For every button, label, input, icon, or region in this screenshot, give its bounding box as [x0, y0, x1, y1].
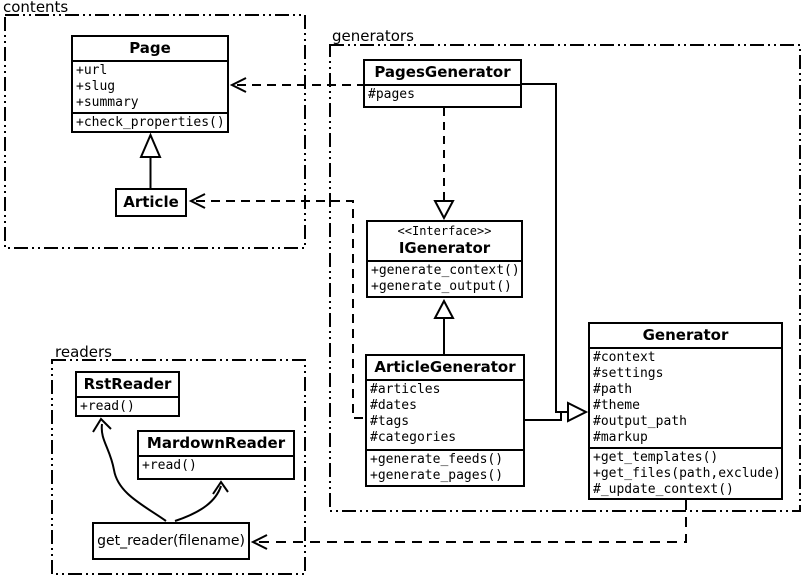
generators-package-border: [329, 44, 801, 512]
page-class-attributes: +url+slug+summary: [73, 62, 227, 112]
class-member: +get_files(path,exclude): [593, 466, 781, 481]
getreader-to-rstreader-arrow: [92, 417, 167, 522]
generator-class-methods: +get_templates()+get_files(path,exclude)…: [590, 447, 781, 499]
pagesgenerator-class-name: PagesGenerator: [365, 61, 520, 86]
class-member: +summary: [76, 95, 139, 110]
class-member: +generate_context(): [371, 263, 520, 278]
rstreader-class-methods: +read(): [77, 398, 178, 416]
getreader-function-box: get_reader(filename): [92, 522, 250, 560]
articlegenerator-class-attributes: #articles#dates#tags#categories: [367, 381, 523, 449]
generator-class: Generator #context#settings#path#theme#o…: [588, 322, 783, 500]
rstreader-class: RstReader +read(): [75, 371, 180, 417]
articlegenerator-class-name: ArticleGenerator: [367, 356, 523, 381]
igenerator-stereotype: <<Interface>>: [397, 224, 492, 238]
class-member: #output_path: [593, 414, 687, 429]
generators-to-generator-generalization: [522, 83, 589, 423]
class-member: #articles: [370, 382, 441, 397]
page-class-methods: +check_properties(): [73, 112, 227, 132]
mardownreader-class: MardownReader +read(): [137, 430, 295, 480]
class-member: +check_properties(): [76, 115, 225, 130]
generator-class-attributes: #context#settings#path#theme#output_path…: [590, 349, 781, 447]
article-to-page-generalization: [139, 132, 162, 188]
class-member: +slug: [76, 79, 116, 94]
class-member: #_update_context(): [593, 482, 734, 497]
page-class: Page +url+slug+summary +check_properties…: [71, 35, 229, 133]
class-member: #path: [593, 382, 633, 397]
articlegenerator-to-igenerator-generalization: [433, 298, 455, 354]
igenerator-class-methods: +generate_context()+generate_output(): [368, 262, 521, 296]
readers-package-border: [51, 359, 306, 575]
pagesgenerator-class: PagesGenerator #pages: [363, 59, 522, 108]
page-class-name: Page: [73, 37, 227, 62]
class-member: #settings: [593, 366, 664, 381]
contents-package-label: contents: [3, 0, 69, 16]
mardownreader-class-methods: +read(): [139, 457, 293, 478]
class-member: #theme: [593, 398, 640, 413]
pagesgenerator-to-page-dependency: [229, 77, 363, 93]
igenerator-class-name: IGenerator: [398, 239, 491, 257]
igenerator-class: <<Interface>> IGenerator +generate_conte…: [366, 220, 523, 298]
articlegenerator-class: ArticleGenerator #articles#dates#tags#ca…: [365, 354, 525, 487]
class-member: +read(): [142, 458, 197, 473]
class-member: #dates: [370, 398, 417, 413]
pagesgenerator-to-igenerator-realization: [433, 108, 455, 221]
contents-package-border: [4, 14, 306, 249]
getreader-function-label: get_reader(filename): [97, 533, 245, 549]
article-class: Article: [115, 188, 187, 217]
rstreader-class-name: RstReader: [77, 373, 178, 398]
article-class-name: Article: [123, 193, 179, 211]
articlegenerator-to-article-dependency: [188, 193, 365, 419]
class-member: #markup: [593, 430, 648, 445]
class-member: +generate_pages(): [370, 468, 504, 483]
class-member: +get_templates(): [593, 450, 719, 465]
mardownreader-class-name: MardownReader: [139, 432, 293, 457]
class-member: #tags: [370, 414, 410, 429]
getreader-to-mardownreader-arrow: [174, 480, 229, 522]
pagesgenerator-class-attributes: #pages: [365, 86, 520, 106]
generator-to-getreader-dependency: [250, 500, 687, 550]
igenerator-class-title: <<Interface>> IGenerator: [368, 222, 521, 262]
class-member: +generate_output(): [371, 279, 512, 294]
generators-package-label: generators: [332, 27, 414, 45]
generator-class-name: Generator: [590, 324, 781, 349]
class-member: +url: [76, 63, 108, 78]
class-member: #categories: [370, 430, 457, 445]
articlegenerator-class-methods: +generate_feeds()+generate_pages(): [367, 449, 523, 485]
class-member: +generate_feeds(): [370, 452, 504, 467]
class-member: #pages: [368, 87, 415, 102]
class-member: #context: [593, 350, 656, 365]
readers-package-label: readers: [55, 343, 112, 361]
class-member: +read(): [80, 399, 135, 414]
